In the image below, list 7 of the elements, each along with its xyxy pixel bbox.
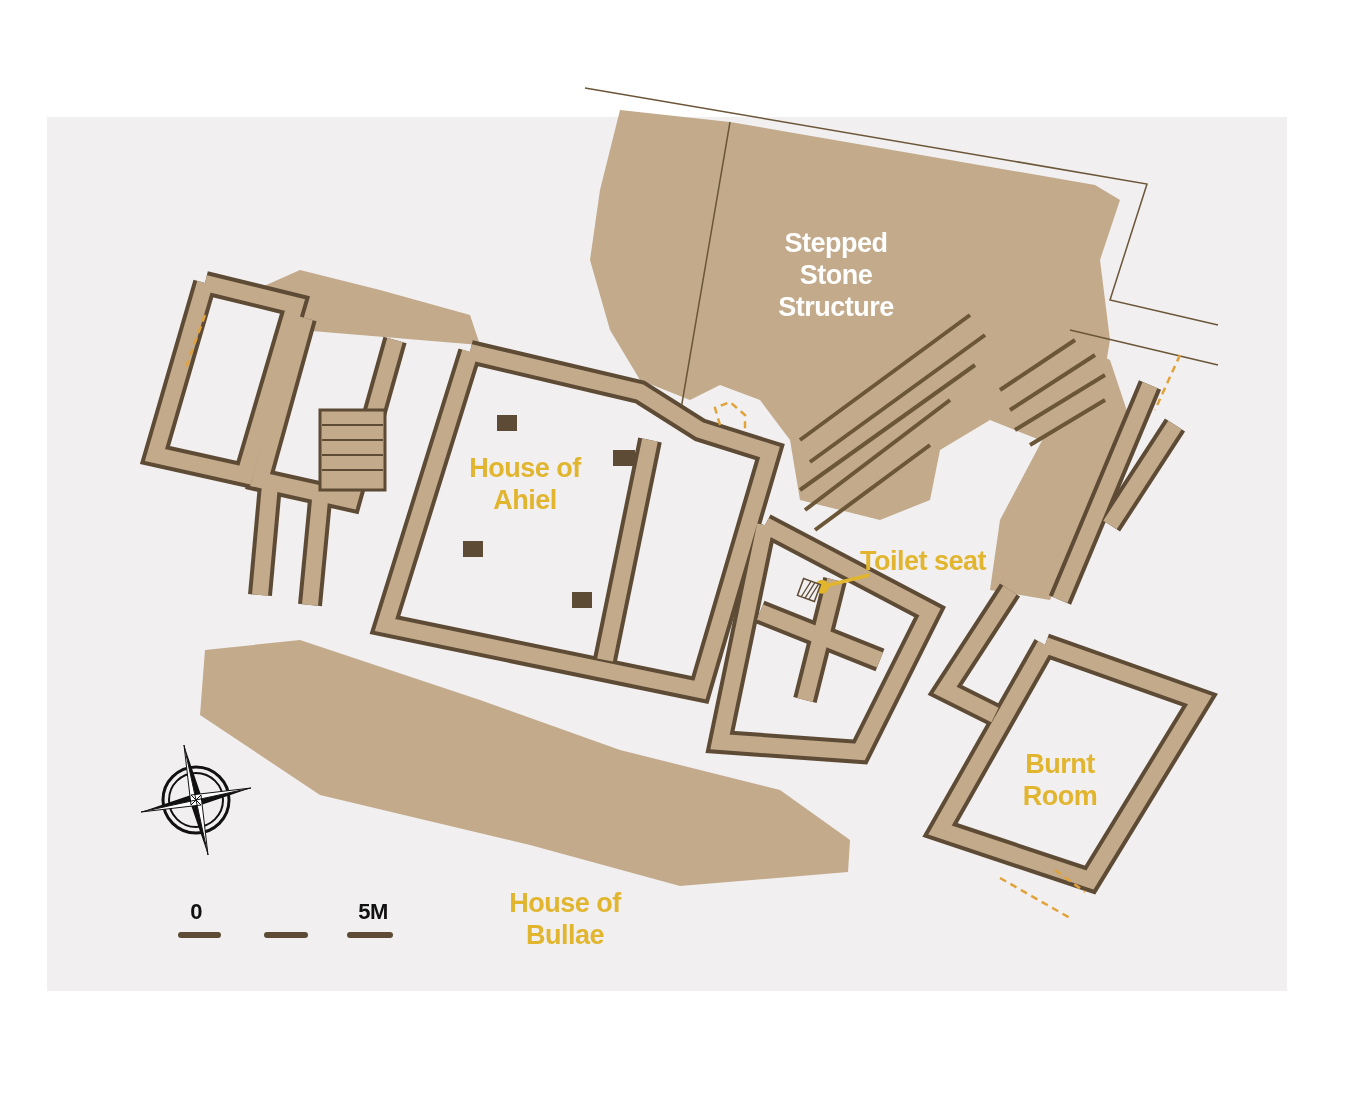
callout-label: Toilet seat: [860, 545, 1000, 575]
scale-label: 0: [189, 898, 203, 926]
area-label: Stepped Stone Structure: [777, 227, 895, 323]
area-label: Burnt Room: [1021, 748, 1099, 812]
area-label: House of Ahiel: [468, 452, 583, 516]
area-label: House of Bullae: [508, 887, 623, 951]
scale-label: 5M: [357, 898, 389, 926]
